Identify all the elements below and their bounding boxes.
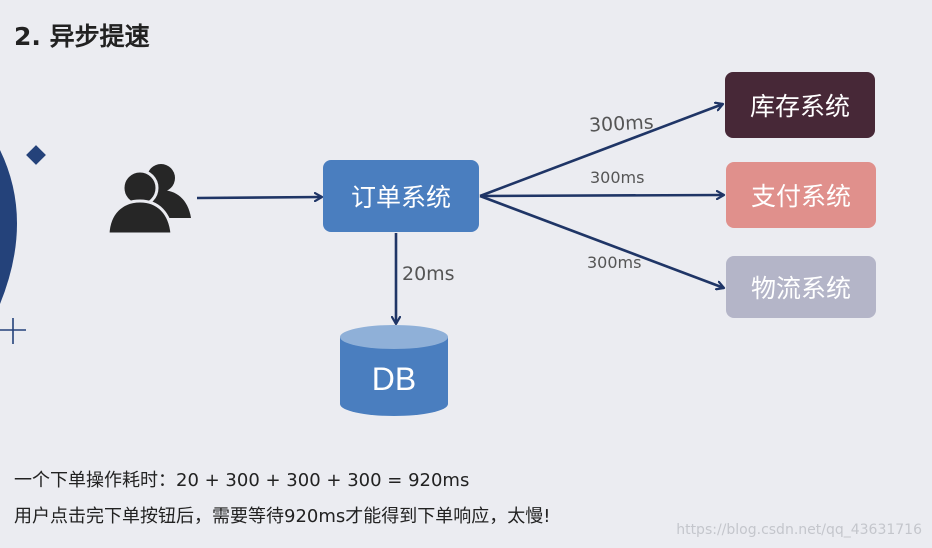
order-system-node: 订单系统 bbox=[323, 160, 479, 232]
inventory-system-node: 库存系统 bbox=[725, 72, 875, 138]
edge-label-payment: 300ms bbox=[590, 168, 645, 187]
users-icon bbox=[106, 164, 191, 236]
edge-label-db: 20ms bbox=[402, 263, 455, 285]
payment-system-node: 支付系统 bbox=[726, 162, 876, 228]
logistics-system-node: 物流系统 bbox=[726, 256, 876, 318]
arrow-order-to-logistics bbox=[479, 194, 724, 288]
watermark: https://blog.csdn.net/qq_43631716 bbox=[676, 522, 922, 538]
arrow-order-to-payment bbox=[479, 195, 724, 196]
footer-line-1: 一个下单操作耗时：20 + 300 + 300 + 300 = 920ms bbox=[14, 470, 470, 491]
footer-line-2: 用户点击完下单按钮后，需要等待920ms才能得到下单响应，太慢! bbox=[14, 506, 551, 527]
arrow-users-to-order bbox=[196, 197, 322, 198]
section-heading: 2. 异步提速 bbox=[14, 22, 150, 51]
decorative-half-circle bbox=[0, 150, 17, 304]
edge-label-inventory: 300ms bbox=[588, 111, 655, 137]
edge-label-logistics: 300ms bbox=[587, 253, 642, 272]
arrow-order-to-inventory bbox=[479, 104, 723, 198]
decorative-plus-icon bbox=[0, 318, 26, 344]
db-label: DB bbox=[372, 361, 416, 397]
decorative-diamond bbox=[26, 145, 46, 165]
left-decoration bbox=[0, 145, 46, 344]
db-cylinder: DB bbox=[340, 325, 448, 416]
